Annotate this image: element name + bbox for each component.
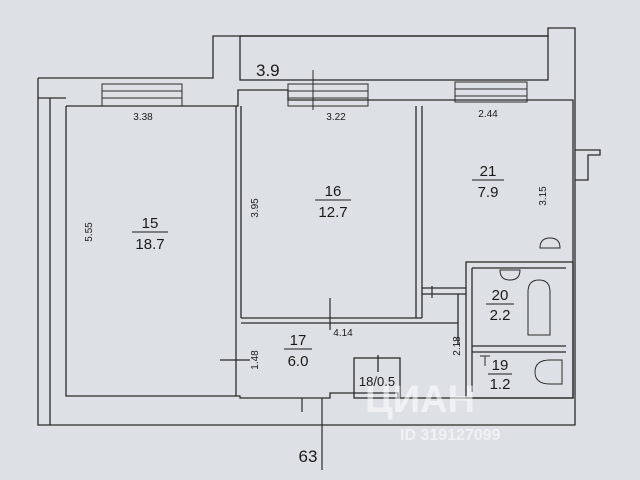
dimensions: 3.9 3.38 3.22 2.44 5.55 3.95 3.15 4.14 1… xyxy=(84,61,549,466)
room-20-area: 2.2 xyxy=(490,307,511,324)
window-room16 xyxy=(287,70,369,110)
room21-width: 2.44 xyxy=(478,109,498,120)
room-20-number: 20 xyxy=(492,287,509,304)
room-19-number: 19 xyxy=(492,357,509,374)
outer-walls xyxy=(37,27,601,426)
toilet-icon xyxy=(534,359,563,385)
door-marks xyxy=(220,286,433,470)
room-labels: 15 18.7 16 12.7 21 7.9 20 2.2 17 6.0 19 … xyxy=(132,163,514,393)
bath-height: 2.18 xyxy=(452,336,463,356)
watermark-brand: ЦИАН xyxy=(365,379,475,421)
room-17-number: 17 xyxy=(290,332,307,349)
watermark-id: ID 319127099 xyxy=(400,427,501,444)
room-21-area: 7.9 xyxy=(478,184,499,201)
sink-icon xyxy=(539,237,561,249)
room15-length: 5.55 xyxy=(84,222,95,242)
window-room21 xyxy=(454,81,528,103)
room-15-area: 18.7 xyxy=(135,236,164,253)
interior-walls xyxy=(235,106,574,399)
room-19-area: 1.2 xyxy=(490,376,511,393)
room-18-label: 18/0.5 xyxy=(359,374,395,389)
bathtub-icon xyxy=(527,279,551,336)
window-room15 xyxy=(101,83,183,107)
room-15-number: 15 xyxy=(142,215,159,232)
faucet-icon xyxy=(480,355,490,366)
balcony-width: 3.9 xyxy=(256,61,280,80)
room15-width: 3.38 xyxy=(133,112,153,123)
watermark: ЦИАН ID 319127099 xyxy=(365,379,501,444)
windows xyxy=(101,70,528,110)
room21-length: 3.15 xyxy=(538,186,549,206)
sink-icon xyxy=(499,269,521,281)
room16-width: 3.22 xyxy=(326,112,346,123)
room-16-area: 12.7 xyxy=(318,204,347,221)
room-21-number: 21 xyxy=(480,163,497,180)
room-17-area: 6.0 xyxy=(288,353,309,370)
corridor-width: 4.14 xyxy=(333,328,353,339)
corridor-depth: 1.48 xyxy=(250,350,261,370)
room16-length: 3.95 xyxy=(250,198,261,218)
fixtures xyxy=(480,237,563,385)
room-16-number: 16 xyxy=(325,183,342,200)
apartment-number: 63 xyxy=(299,447,318,466)
